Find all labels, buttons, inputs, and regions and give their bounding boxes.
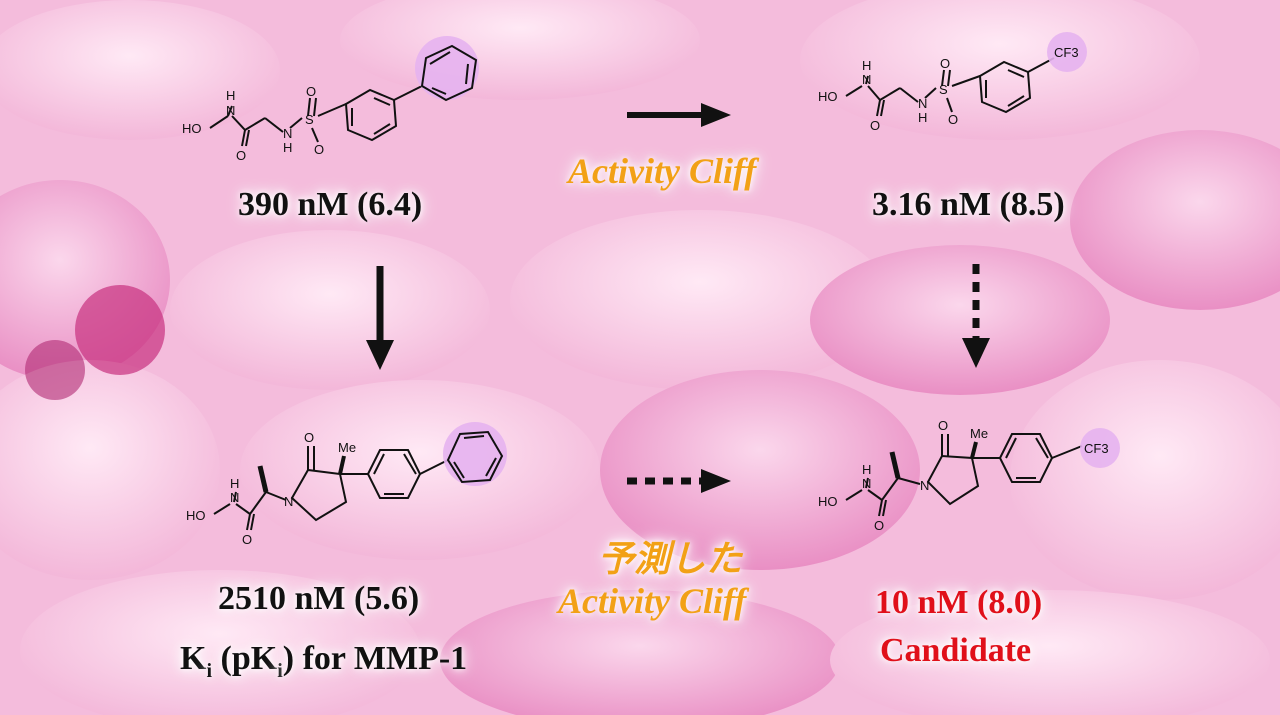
atom-o-lactam: O bbox=[304, 430, 314, 445]
atom-o-carbonyl: O bbox=[242, 532, 252, 547]
atom-h-amide: H bbox=[862, 58, 871, 73]
predicted-prefix-label: 予測した bbox=[598, 539, 743, 580]
atom-o-carbonyl: O bbox=[236, 148, 246, 163]
arrow-right-dotted bbox=[627, 469, 731, 493]
atom-oh: HO bbox=[818, 494, 838, 509]
activity-cliff-label: Activity Cliff bbox=[568, 151, 757, 191]
atom-o-sulfonyl-2: O bbox=[948, 112, 958, 127]
footnote-sub-2: i bbox=[277, 659, 283, 682]
footnote-sub-1: i bbox=[206, 659, 213, 682]
value-label-bottom-left: 2510 nM (5.6) bbox=[218, 580, 420, 617]
arrow-down-solid bbox=[366, 266, 394, 370]
atom-h-amide: H bbox=[862, 462, 871, 477]
atom-me: Me bbox=[970, 426, 988, 441]
atom-n-amide: N bbox=[862, 72, 871, 87]
atom-h-amide: H bbox=[226, 88, 235, 103]
candidate-label: Candidate bbox=[880, 632, 1032, 669]
arrow-right-solid bbox=[627, 103, 731, 127]
atom-o-sulfonyl-1: O bbox=[306, 84, 316, 99]
value-label-top-left: 390 nM (6.4) bbox=[238, 186, 423, 223]
footnote-end: ) for MMP-1 bbox=[282, 640, 468, 677]
atom-h-amide: H bbox=[230, 476, 239, 491]
atom-h-sulfonamide: H bbox=[283, 140, 292, 155]
footnote-ki-mmp1: Ki (pKi) for MMP-1 bbox=[180, 640, 467, 683]
predicted-cliff-label: Activity Cliff bbox=[558, 581, 747, 621]
atom-o-carbonyl: O bbox=[870, 118, 880, 133]
atom-me: Me bbox=[338, 440, 356, 455]
structure-bottom-left: HO N H O N O Me bbox=[186, 422, 507, 547]
atom-oh: HO bbox=[818, 89, 838, 104]
footnote-mid: (pK bbox=[212, 640, 278, 677]
atom-h-sulfonamide: H bbox=[918, 110, 927, 125]
footnote-k: K bbox=[180, 640, 207, 677]
atom-n-amide: N bbox=[226, 103, 235, 118]
atom-o-sulfonyl-1: O bbox=[940, 56, 950, 71]
structure-top-right: CF3 HO N H O N H S O O bbox=[818, 32, 1087, 133]
atom-oh: HO bbox=[186, 508, 206, 523]
atom-n-sulfonamide: N bbox=[918, 96, 927, 111]
arrow-down-dotted bbox=[962, 264, 990, 368]
atom-oh: HO bbox=[182, 121, 202, 136]
atom-cf3: CF3 bbox=[1054, 45, 1079, 60]
atom-o-lactam: O bbox=[938, 418, 948, 433]
atom-cf3: CF3 bbox=[1084, 441, 1109, 456]
atom-o-sulfonyl-2: O bbox=[314, 142, 324, 157]
value-label-bottom-right: 10 nM (8.0) bbox=[875, 584, 1043, 621]
atom-n-amide: N bbox=[230, 490, 239, 505]
atom-n-ring: N bbox=[284, 494, 293, 509]
structure-top-left: HO N H O N H S O O bbox=[182, 36, 479, 163]
atom-n-sulfonamide: N bbox=[283, 126, 292, 141]
atom-s: S bbox=[305, 112, 314, 127]
atom-s: S bbox=[939, 82, 948, 97]
value-label-top-right: 3.16 nM (8.5) bbox=[872, 186, 1065, 223]
atom-n-ring: N bbox=[920, 478, 929, 493]
atom-n-amide: N bbox=[862, 476, 871, 491]
structure-bottom-right: CF3 HO N H O N O Me bbox=[818, 418, 1120, 533]
atom-o-carbonyl: O bbox=[874, 518, 884, 533]
